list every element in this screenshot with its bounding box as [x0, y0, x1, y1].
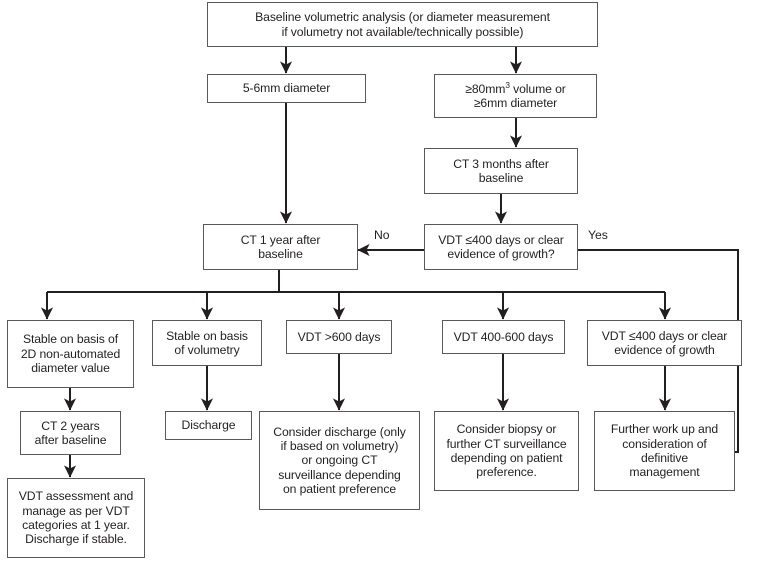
node-ct-3-months[interactable]: CT 3 months after baseline: [424, 148, 578, 194]
superscript-3: 3: [505, 79, 510, 90]
node-vdt-assessment[interactable]: VDT assessment and manage as per VDT cat…: [7, 478, 145, 558]
node-baseline-analysis[interactable]: Baseline volumetric analysis (or diamete…: [207, 2, 598, 47]
node-stable-volumetry[interactable]: Stable on basis of volumetry: [152, 320, 262, 366]
edge-label-yes: Yes: [588, 228, 608, 242]
node-ct-1-year[interactable]: CT 1 year after baseline: [203, 224, 358, 270]
node-consider-discharge[interactable]: Consider discharge (only if based on vol…: [259, 411, 420, 510]
node-vdt-400-600[interactable]: VDT 400-600 days: [442, 320, 565, 354]
node-further-workup[interactable]: Further work up and consideration of def…: [594, 411, 735, 491]
node-vdt-decision[interactable]: VDT ≤400 days or clear evidence of growt…: [424, 224, 578, 270]
edge-label-no: No: [374, 228, 390, 242]
node-discharge[interactable]: Discharge: [165, 411, 252, 440]
node-vdt-under-400[interactable]: VDT ≤400 days or clear evidence of growt…: [587, 320, 742, 366]
node-stable-2d-diameter[interactable]: Stable on basis of 2D non-automated diam…: [7, 320, 134, 388]
node-volume-80mm3-or-6mm[interactable]: ≥80mm3 volume or ≥6mm diameter: [434, 74, 597, 118]
node-vdt-over-600[interactable]: VDT >600 days: [286, 320, 392, 354]
node-consider-biopsy[interactable]: Consider biopsy or further CT surveillan…: [434, 411, 579, 491]
node-volume-text: ≥80mm3 volume or ≥6mm diameter: [465, 79, 566, 110]
node-5-6mm-diameter[interactable]: 5-6mm diameter: [207, 74, 366, 103]
node-ct-2-years[interactable]: CT 2 years after baseline: [20, 411, 121, 455]
